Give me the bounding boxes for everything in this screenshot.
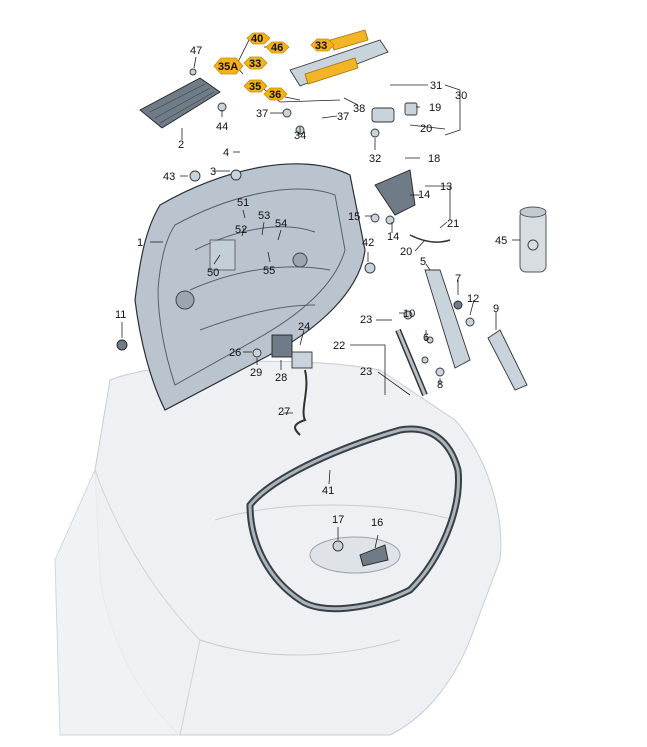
label-3: 3 (210, 166, 216, 178)
label-19: 19 (429, 102, 441, 114)
label-24: 24 (298, 321, 310, 333)
part-9-cover (487, 329, 528, 391)
label-22: 22 (333, 340, 345, 352)
label-18: 18 (428, 153, 440, 165)
car-body-outline (54, 360, 502, 736)
highlighted-part-badges (213, 32, 335, 101)
label-20a: 20 (420, 123, 432, 135)
label-54: 54 (275, 218, 287, 230)
label-9: 9 (493, 303, 499, 315)
label-6: 6 (423, 332, 429, 344)
label-32: 32 (369, 153, 381, 165)
part-5-hinge-arm (424, 269, 471, 369)
label-45: 45 (495, 235, 507, 247)
label-10: 10 (403, 308, 415, 320)
label-17: 17 (332, 514, 344, 526)
label-36: 36 (269, 89, 281, 101)
label-26: 26 (229, 347, 241, 359)
label-50: 50 (207, 267, 219, 279)
label-16: 16 (371, 517, 383, 529)
part-labels: 1 2 3 4 5 6 7 8 9 10 11 12 13 14 14 15 1… (115, 33, 507, 529)
part-31-lock-module (371, 102, 418, 123)
label-43: 43 (163, 171, 175, 183)
fasteners (116, 68, 475, 552)
label-4: 4 (223, 147, 229, 159)
label-52: 52 (235, 224, 247, 236)
label-55: 55 (263, 265, 275, 277)
trunk-seal (246, 425, 462, 613)
label-41: 41 (322, 485, 334, 497)
label-12: 12 (467, 293, 479, 305)
part-13-hinge (374, 169, 416, 216)
badge-46 (265, 41, 290, 54)
part-20-cable (409, 234, 451, 243)
badge-33a (310, 38, 335, 52)
part-45-bottle (519, 206, 547, 273)
label-28: 28 (275, 372, 287, 384)
label-13: 13 (440, 181, 452, 193)
label-29: 29 (250, 367, 262, 379)
label-44: 44 (216, 121, 228, 133)
label-38: 38 (353, 103, 365, 115)
badge-36 (263, 87, 288, 101)
label-47: 47 (190, 45, 202, 57)
badge-35a (213, 57, 244, 75)
label-46: 46 (271, 42, 283, 54)
label-14a: 14 (418, 189, 430, 201)
label-37a: 37 (256, 108, 268, 120)
part-2-cover-panel (139, 77, 221, 129)
badge-40 (246, 32, 271, 45)
label-31: 31 (430, 80, 442, 92)
label-5: 5 (420, 256, 426, 268)
label-40: 40 (251, 33, 263, 45)
label-35: 35 (249, 81, 261, 93)
label-11: 11 (115, 309, 126, 321)
label-37b: 37 (337, 111, 349, 123)
label-1: 1 (137, 237, 143, 249)
badge-35 (243, 79, 268, 93)
part-22-gas-strut (395, 328, 428, 397)
label-34: 34 (294, 130, 306, 142)
label-42: 42 (362, 237, 374, 249)
label-8: 8 (437, 379, 443, 391)
label-27: 27 (278, 406, 290, 418)
label-30: 30 (455, 90, 467, 102)
part-27-cable (294, 369, 308, 436)
label-33a: 33 (315, 40, 327, 52)
badge-33b (243, 56, 268, 70)
label-20b: 20 (400, 246, 412, 258)
label-7: 7 (455, 273, 461, 285)
label-33b: 33 (249, 58, 261, 70)
label-53: 53 (258, 210, 270, 222)
label-23b: 23 (360, 366, 372, 378)
label-51: 51 (237, 197, 249, 209)
part-16-latch (359, 544, 389, 567)
label-23a: 23 (360, 314, 372, 326)
part-33-trim-strip (289, 29, 389, 87)
label-15: 15 (348, 211, 360, 223)
label-35a: 35A (218, 61, 238, 73)
label-14b: 14 (387, 231, 399, 243)
label-21: 21 (447, 218, 459, 230)
label-2: 2 (178, 139, 184, 151)
